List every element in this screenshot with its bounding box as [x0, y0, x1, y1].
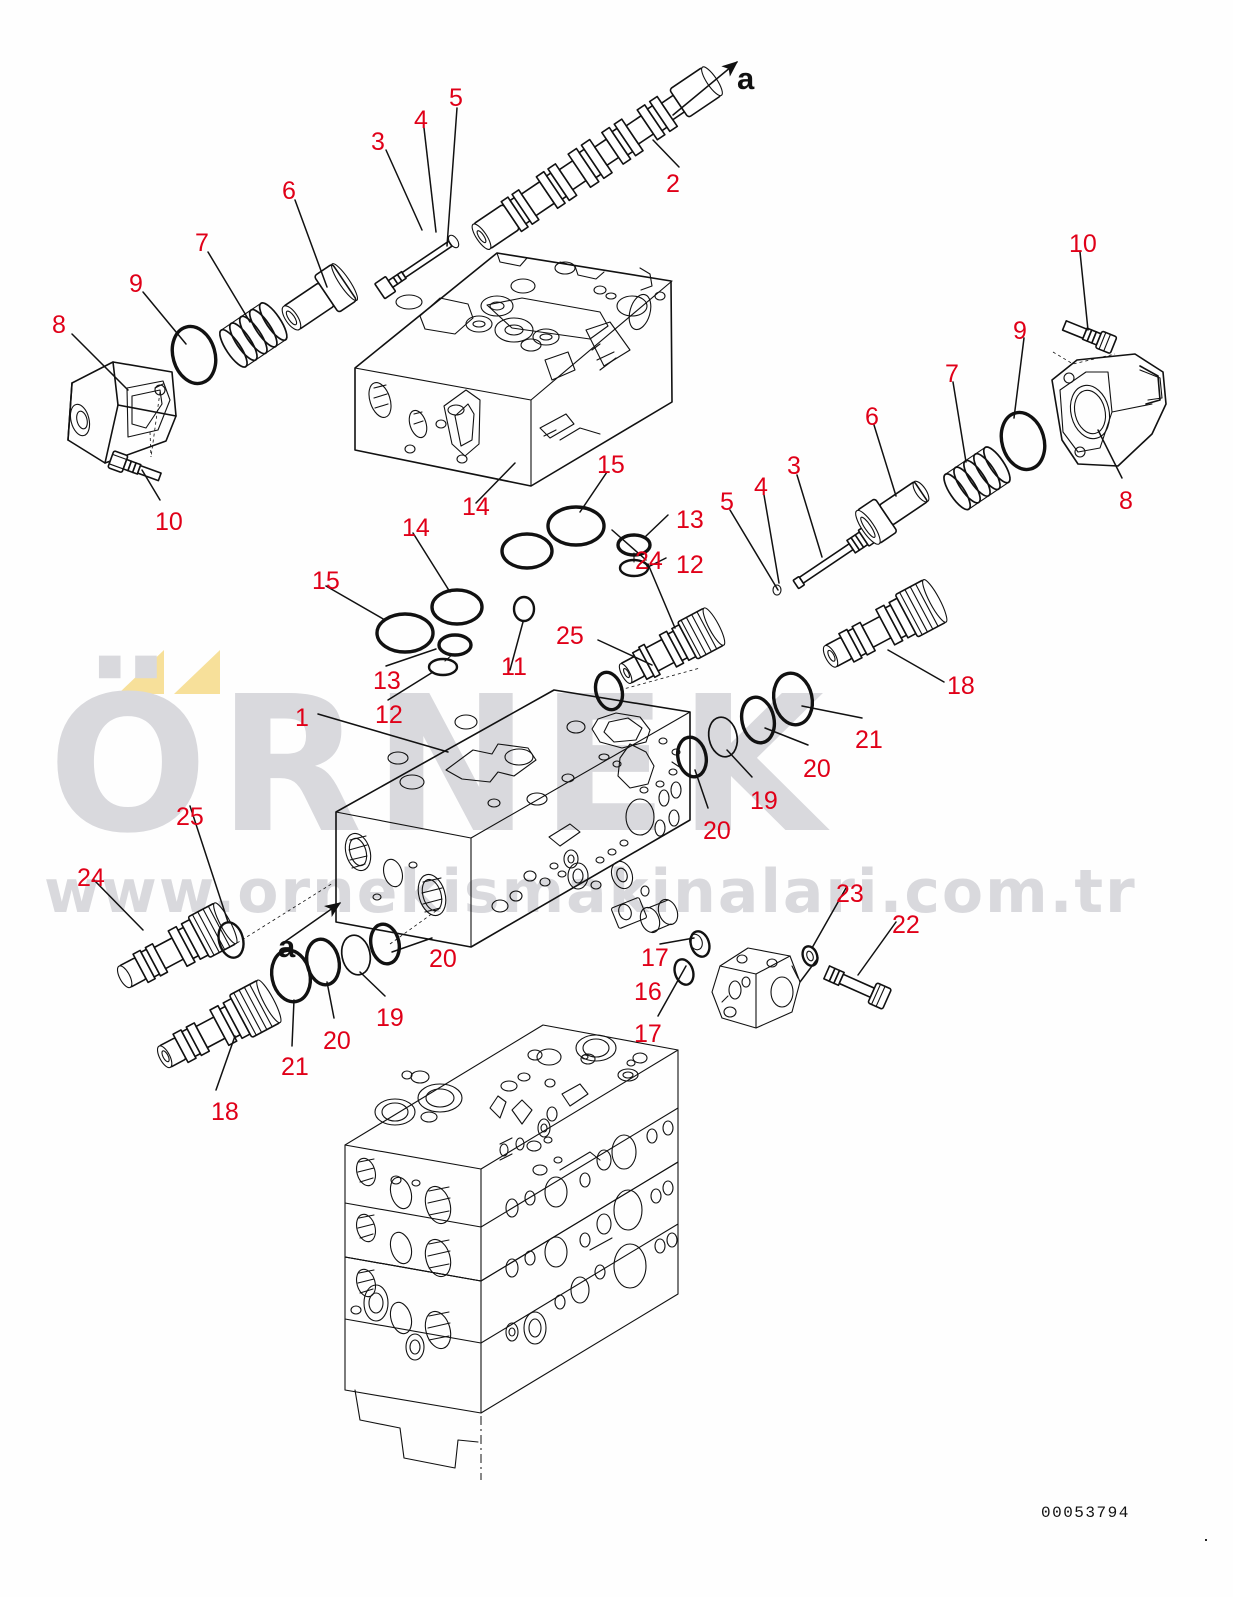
o-ring-15-left — [375, 612, 435, 654]
spool-valve-assembly-top — [471, 61, 739, 250]
callout-14-left: 14 — [402, 514, 430, 542]
bushing-left — [281, 263, 359, 331]
bushing-right — [855, 480, 930, 545]
leader-lines — [71, 107, 1123, 1091]
o-ring-20-right-a — [739, 695, 777, 745]
relief-valve-18-right — [822, 579, 948, 668]
pilot-block — [711, 947, 801, 1029]
callout-6-right: 6 — [865, 403, 879, 431]
callout-20-left-a: 20 — [323, 1027, 351, 1055]
callout-24-mid: 24 — [635, 547, 663, 575]
callout-3: 3 — [371, 128, 385, 156]
callout-7: 7 — [195, 229, 209, 257]
bolt-22 — [823, 965, 892, 1010]
valve-stack-bottom — [344, 1024, 679, 1480]
bolt-10-left — [107, 450, 162, 482]
plug-11 — [512, 595, 536, 623]
callout-15-right: 15 — [597, 451, 625, 479]
callout-13-left: 13 — [373, 667, 401, 695]
callout-18-left: 18 — [211, 1098, 239, 1126]
o-ring-14-right — [500, 532, 554, 570]
callout-5-right: 5 — [720, 488, 734, 516]
push-rod-right — [792, 524, 878, 590]
callout-12-right: 12 — [676, 551, 704, 579]
drawing-part-number: 00053794 — [1041, 1504, 1130, 1522]
callout-1: 1 — [295, 704, 309, 732]
o-ring-13-left — [437, 633, 473, 657]
callout-13-right: 13 — [676, 506, 704, 534]
o-ring-9-left — [170, 324, 218, 386]
callout-24-left: 24 — [77, 864, 105, 892]
callout-5: 5 — [449, 84, 463, 112]
callout-10-right: 10 — [1069, 230, 1097, 258]
section-mark-a-bottom: a — [278, 929, 296, 964]
o-ring-25-mid — [593, 670, 625, 712]
callout-15-left: 15 — [312, 567, 340, 595]
callout-20-left-b: 20 — [429, 945, 457, 973]
o-ring-9-right — [999, 410, 1047, 472]
relief-valve-18-left — [156, 979, 282, 1069]
push-rod-left — [374, 234, 460, 300]
relief-valve-24-mid — [618, 607, 726, 684]
washer-23 — [801, 945, 819, 967]
callout-4-right: 4 — [754, 473, 768, 501]
callout-10-left: 10 — [155, 508, 183, 536]
callout-6: 6 — [282, 177, 296, 205]
callout-19-right: 19 — [750, 787, 778, 815]
spring-left — [219, 302, 288, 368]
spring-right — [943, 446, 1011, 511]
o-ring-20-right-b — [675, 735, 709, 779]
callout-25-mid: 25 — [556, 622, 584, 650]
callout-18-right: 18 — [947, 672, 975, 700]
bolt-10-right — [1061, 320, 1118, 354]
callout-8: 8 — [52, 311, 66, 339]
callout-8-right: 8 — [1119, 487, 1133, 515]
corner-dot — [1205, 1539, 1207, 1541]
o-ring-15-right — [546, 505, 606, 547]
callout-17-a: 17 — [641, 944, 669, 972]
callout-20-right-b: 20 — [703, 817, 731, 845]
callout-12-left: 12 — [375, 701, 403, 729]
callout-21-right: 21 — [855, 726, 883, 754]
relief-valve-24-left — [116, 902, 238, 989]
callout-14-right: 14 — [462, 493, 490, 521]
callout-20-right-a: 20 — [803, 755, 831, 783]
section-mark-a-top: a — [737, 61, 755, 96]
main-valve-body-1 — [335, 689, 691, 948]
callout-9-right: 9 — [1013, 317, 1027, 345]
callout-3-right: 3 — [787, 452, 801, 480]
callout-23: 23 — [836, 880, 864, 908]
o-ring-25-left — [217, 921, 245, 959]
callout-2: 2 — [666, 170, 680, 198]
callout-16: 16 — [634, 978, 662, 1006]
callout-11: 11 — [501, 653, 527, 681]
o-ring-20-left-b — [368, 922, 402, 966]
o-ring-21-right — [771, 671, 815, 727]
end-cap-left — [67, 361, 177, 464]
callout-9: 9 — [129, 270, 143, 298]
callout-22: 22 — [892, 911, 920, 939]
spacer-16 — [618, 898, 711, 986]
callout-7-right: 7 — [945, 360, 959, 388]
callout-25-left: 25 — [176, 803, 204, 831]
o-ring-14-left — [430, 588, 484, 626]
o-ring-12-left — [427, 657, 459, 677]
callout-4: 4 — [414, 106, 428, 134]
o-ring-19-left — [340, 934, 372, 976]
o-ring-19-right — [707, 716, 739, 758]
callout-19-left: 19 — [376, 1004, 404, 1032]
callout-17-b: 17 — [634, 1020, 662, 1048]
end-cap-right — [1051, 353, 1167, 467]
callout-21-left: 21 — [281, 1053, 309, 1081]
o-ring-20-left-a — [304, 937, 342, 987]
bushing-small — [611, 897, 647, 929]
valve-housing-14 — [354, 252, 673, 487]
